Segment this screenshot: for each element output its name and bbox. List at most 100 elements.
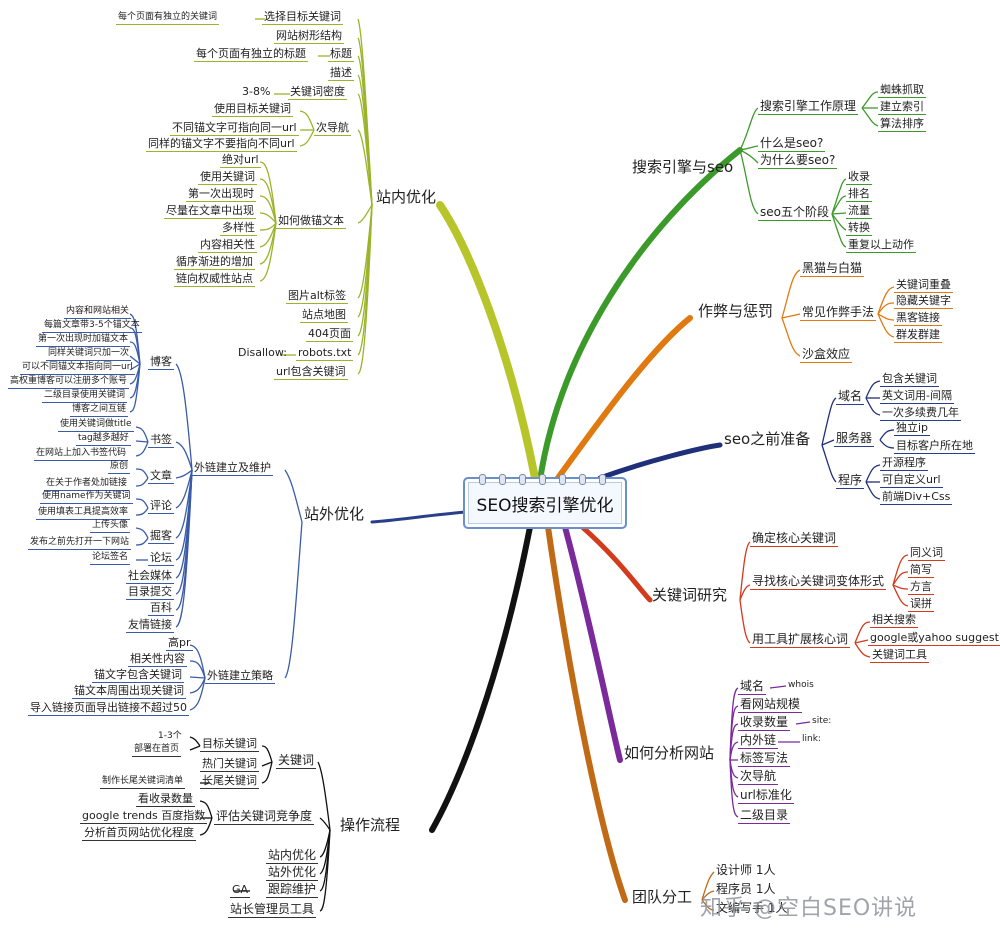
node-stage-item[interactable]: 排名 bbox=[846, 187, 872, 202]
node-subnav-item[interactable]: 同样的锚文字不要指向不同url bbox=[146, 137, 297, 152]
node-variant-item[interactable]: 误拼 bbox=[908, 597, 934, 612]
node-team-item[interactable]: 程序员 1人 bbox=[716, 882, 776, 896]
node-comment[interactable]: 评论 bbox=[148, 499, 174, 514]
node-black-white[interactable]: 黑猫与白猫 bbox=[800, 261, 865, 277]
node-search-engine[interactable]: 搜索引擎与seo bbox=[632, 158, 734, 176]
node-bookmark[interactable]: 书签 bbox=[148, 433, 174, 448]
node-principle-item[interactable]: 算法排序 bbox=[878, 117, 926, 132]
node-method-item[interactable]: 群发群建 bbox=[894, 328, 942, 343]
node-team-item[interactable]: 设计师 1人 bbox=[716, 863, 776, 877]
node-program-item[interactable]: 可自定义url bbox=[880, 473, 943, 488]
node-long-kw[interactable]: 长尾关键词 bbox=[200, 774, 259, 789]
node-anchor-item[interactable]: 内容相关性 bbox=[198, 238, 257, 253]
node-sitemap[interactable]: 站点地图 bbox=[300, 308, 348, 323]
node-forum[interactable]: 论坛 bbox=[148, 551, 174, 566]
node-server-item[interactable]: 目标客户所在地 bbox=[894, 439, 975, 454]
node-compete[interactable]: 评估关键词竞争度 bbox=[214, 809, 315, 825]
node-tree[interactable]: 网站树形结构 bbox=[274, 29, 344, 44]
node-density[interactable]: 关键词密度 bbox=[288, 85, 347, 100]
node-article[interactable]: 文章 bbox=[148, 469, 174, 484]
node-prep[interactable]: seo之前准备 bbox=[724, 430, 811, 448]
node-principle-item[interactable]: 蜘蛛抓取 bbox=[878, 83, 926, 98]
node-cheating[interactable]: 作弊与惩罚 bbox=[698, 302, 774, 320]
node-target-kw[interactable]: 目标关键词 bbox=[200, 737, 259, 752]
node-process-offsite[interactable]: 站外优化 bbox=[266, 865, 319, 881]
node-anchor-item[interactable]: 使用关键词 bbox=[198, 170, 257, 185]
node-analysis-item[interactable]: url标准化 bbox=[738, 788, 794, 804]
node-analysis-item[interactable]: 看网站规模 bbox=[738, 697, 803, 713]
node-kw-tools[interactable]: 用工具扩展核心词 bbox=[750, 632, 851, 648]
node-link-build[interactable]: 外链建立及维护 bbox=[192, 461, 273, 476]
node-strategy-item[interactable]: 导入链接页面导出链接不超过50 bbox=[28, 701, 189, 716]
node-method-item[interactable]: 黑客链接 bbox=[894, 311, 942, 326]
node-subnav-item[interactable]: 不同锚文字可指向同一url bbox=[170, 121, 299, 136]
node-why-seo[interactable]: 为什么要seo? bbox=[758, 153, 838, 169]
node-server[interactable]: 服务器 bbox=[834, 431, 875, 447]
node-wiki[interactable]: 百科 bbox=[148, 601, 174, 616]
node-anchor-item[interactable]: 循序渐进的增加 bbox=[174, 255, 255, 270]
node-domain-item[interactable]: 包含关键词 bbox=[880, 372, 939, 387]
center-topic[interactable]: SEO搜索引擎优化 bbox=[463, 474, 627, 529]
node-onpage[interactable]: 站内优化 bbox=[376, 188, 437, 206]
node-desc[interactable]: 描述 bbox=[328, 66, 354, 81]
node-team-item[interactable]: 文编写手 1人 bbox=[716, 901, 788, 915]
node-tool-item[interactable]: 相关搜索 bbox=[870, 613, 918, 628]
node-domain-item[interactable]: 英文词用-间隔 bbox=[880, 389, 954, 404]
node-anchor-item[interactable]: 多样性 bbox=[220, 221, 257, 236]
node-what-seo[interactable]: 什么是seo? bbox=[758, 136, 826, 152]
node-404[interactable]: 404页面 bbox=[306, 327, 353, 342]
node-core-kw[interactable]: 确定核心关键词 bbox=[750, 531, 839, 547]
node-robots[interactable]: robots.txt bbox=[296, 346, 354, 361]
node-strategy-item[interactable]: 相关性内容 bbox=[128, 652, 187, 667]
node-program-item[interactable]: 前端Div+Css bbox=[880, 490, 953, 505]
node-principle[interactable]: 搜索引擎工作原理 bbox=[758, 99, 859, 115]
node-analysis-item[interactable]: 标签写法 bbox=[738, 751, 791, 767]
node-anchor-item[interactable]: 尽量在文章中出现 bbox=[164, 204, 256, 219]
node-analysis-item[interactable]: 内外链 bbox=[738, 733, 779, 749]
node-method-item[interactable]: 关键词重叠 bbox=[894, 278, 953, 293]
node-analysis-item[interactable]: 域名 bbox=[738, 679, 767, 695]
node-subnav[interactable]: 次导航 bbox=[314, 121, 351, 136]
node-analysis-item[interactable]: 二级目录 bbox=[738, 808, 791, 824]
node-anchor-item[interactable]: 链向权威性站点 bbox=[174, 272, 255, 287]
node-tool-item[interactable]: 关键词工具 bbox=[870, 648, 929, 663]
node-process[interactable]: 操作流程 bbox=[340, 816, 401, 834]
node-program[interactable]: 程序 bbox=[836, 473, 865, 489]
node-team[interactable]: 团队分工 bbox=[632, 888, 693, 906]
node-strategy-item[interactable]: 锚文字包含关键词 bbox=[92, 668, 184, 683]
node-compete-item[interactable]: google trends 百度指数 bbox=[80, 809, 208, 824]
node-offpage[interactable]: 站外优化 bbox=[304, 505, 365, 523]
node-stage-item[interactable]: 转换 bbox=[846, 221, 872, 236]
node-strategy-item[interactable]: 锚文本周围出现关键词 bbox=[72, 684, 186, 699]
node-kw-variants[interactable]: 寻找核心关键词变体形式 bbox=[750, 574, 887, 590]
node-blog[interactable]: 博客 bbox=[148, 355, 174, 370]
node-anchor-item[interactable]: 绝对url bbox=[220, 153, 261, 168]
node-process-kw[interactable]: 关键词 bbox=[276, 753, 317, 769]
node-variant-item[interactable]: 同义词 bbox=[908, 546, 945, 561]
node-directory[interactable]: 目录提交 bbox=[126, 585, 174, 600]
node-stage-item[interactable]: 收录 bbox=[846, 170, 872, 185]
node-domain-item[interactable]: 一次多续费几年 bbox=[880, 406, 961, 421]
node-strategy-item[interactable]: 高pr bbox=[166, 636, 193, 651]
node-select-kw[interactable]: 选择目标关键词 bbox=[262, 10, 343, 25]
node-process-track[interactable]: 跟踪维护 bbox=[266, 882, 319, 898]
node-compete-item[interactable]: 分析首页网站优化程度 bbox=[82, 826, 196, 841]
node-ga[interactable]: GA bbox=[230, 883, 251, 898]
node-url-kw[interactable]: url包含关键词 bbox=[274, 365, 348, 380]
node-program-item[interactable]: 开源程序 bbox=[880, 456, 928, 471]
node-digg[interactable]: 掘客 bbox=[148, 529, 174, 544]
node-anchor[interactable]: 如何做锚文本 bbox=[276, 214, 346, 229]
node-hot-kw[interactable]: 热门关键词 bbox=[200, 757, 259, 772]
node-variant-item[interactable]: 方言 bbox=[908, 580, 934, 595]
node-seo-stages[interactable]: seo五个阶段 bbox=[758, 205, 831, 221]
node-compete-item[interactable]: 看收录数量 bbox=[136, 792, 195, 807]
node-stage-item[interactable]: 流量 bbox=[846, 204, 872, 219]
node-analysis-item[interactable]: 收录数量 bbox=[738, 715, 791, 731]
node-title[interactable]: 标题 bbox=[328, 47, 354, 62]
node-strategy[interactable]: 外链建立策略 bbox=[205, 669, 275, 684]
node-analysis-item[interactable]: 次导航 bbox=[738, 769, 779, 785]
node-stage-item[interactable]: 重复以上动作 bbox=[846, 238, 916, 253]
node-method-item[interactable]: 隐藏关键字 bbox=[894, 294, 953, 309]
node-anchor-item[interactable]: 第一次出现时 bbox=[186, 187, 256, 202]
node-domain[interactable]: 域名 bbox=[836, 389, 865, 405]
